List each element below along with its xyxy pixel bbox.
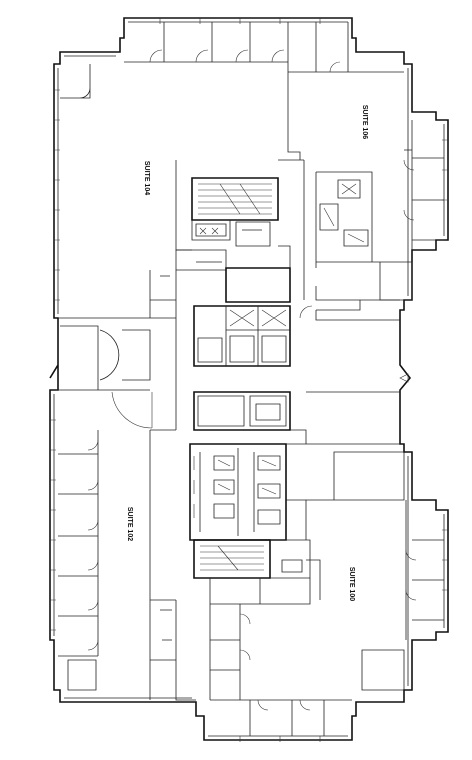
suite-104-offices <box>60 22 289 99</box>
corridors <box>56 159 409 700</box>
window-ticks <box>50 18 448 742</box>
exterior-walls <box>49 17 449 741</box>
suite-104-label: SUITE 104 <box>143 161 150 195</box>
suite-100-label: SUITE 100 <box>348 567 355 601</box>
suite-106-rooms <box>287 22 444 311</box>
building-core <box>175 177 311 579</box>
suite-106-label: SUITE 106 <box>361 105 368 139</box>
suite-102-label: SUITE 102 <box>126 507 133 541</box>
suite-100-rooms <box>209 451 444 736</box>
suite-102-rooms <box>58 430 196 701</box>
